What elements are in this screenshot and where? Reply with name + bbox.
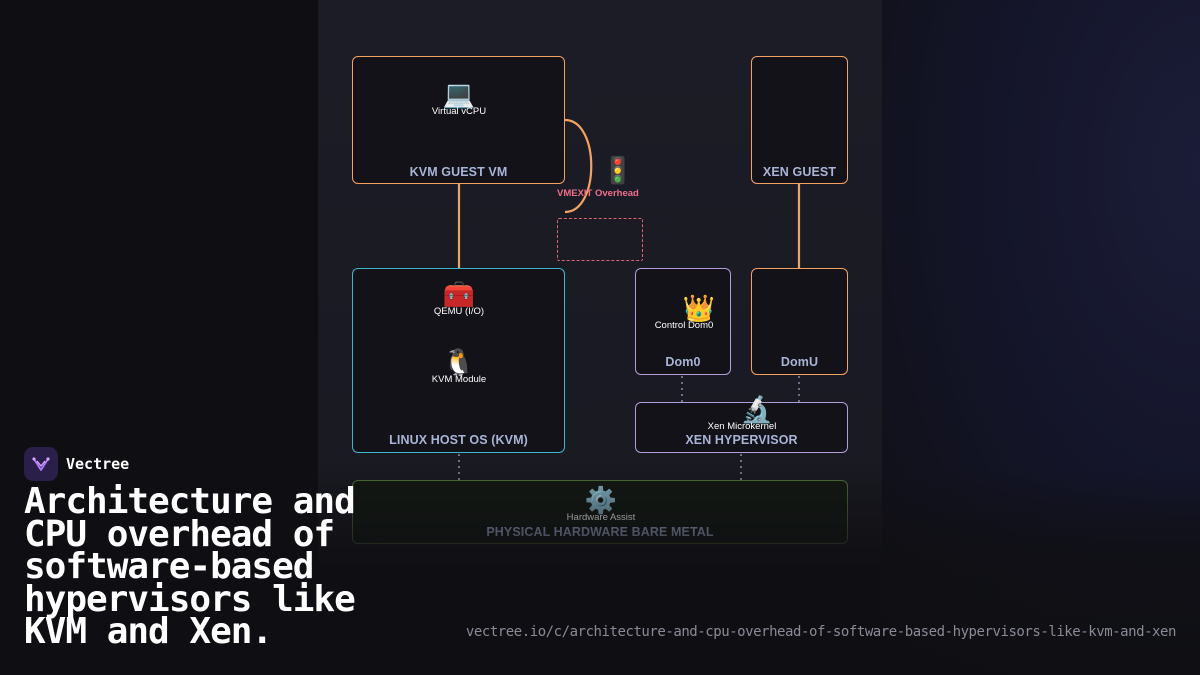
domu-title: DomU [780,355,819,369]
vectree-logo-icon [24,447,58,481]
vmexit-arc [564,118,593,214]
linux-host-title: LINUX HOST OS (KVM) [389,433,528,447]
linux-host-box: 🧰 QEMU (I/O) 🐧 KVM Module LINUX HOST OS … [352,268,565,453]
xen-hypervisor-title: XEN HYPERVISOR [685,433,798,447]
kvm-guest-vm-box: 💻 Virtual vCPU KVM GUEST VM [352,56,565,184]
xen-guest-box: XEN GUEST [751,56,848,184]
source-url[interactable]: vectree.io/c/architecture-and-cpu-overhe… [465,624,1177,640]
microscope-icon: 🔬 [740,394,774,424]
gear-icon: ⚙️ [584,485,618,515]
hardware-assist-label: Hardware Assist [566,512,636,523]
vmexit-node: 🚦 [558,155,678,185]
qemu-label: QEMU (I/O) [433,306,485,317]
kvm-guest-vm-title: KVM GUEST VM [409,165,508,179]
xen-guest-title: XEN GUEST [762,165,837,179]
crown-icon: 👑 [682,293,716,323]
penguin-icon: 🐧 [442,347,476,377]
xen-microkernel-node: 🔬 Xen Microkernel [682,394,802,432]
vmexit-dashed-box [557,218,643,261]
domu-box: DomU [751,268,848,375]
page-title: Architecture and CPU overhead of softwar… [24,481,356,652]
hardware-box: ⚙️ Hardware Assist PHYSICAL HARDWARE BAR… [352,480,848,544]
vmexit-label: VMEXIT Overhead [557,188,639,199]
toolbox-icon: 🧰 [442,279,476,309]
xen-hypervisor-box: 🔬 Xen Microkernel XEN HYPERVISOR [635,394,848,453]
hardware-assist-node: ⚙️ Hardware Assist [541,485,661,523]
kvm-module-node: 🐧 KVM Module [399,347,519,385]
dom0-title: Dom0 [665,355,701,369]
laptop-icon: 💻 [442,79,476,109]
brand: Vectree [24,447,129,481]
traffic-light-icon: 🚦 [601,155,635,185]
qemu-node: 🧰 QEMU (I/O) [399,279,519,317]
control-dom0-node: 👑 Control Dom0 [624,293,744,331]
kvm-module-label: KVM Module [431,374,487,385]
brand-name: Vectree [66,455,130,473]
dom0-box: 👑 Control Dom0 Dom0 [635,268,731,375]
vcpu-node: 💻 Virtual vCPU [399,79,519,117]
hardware-title: PHYSICAL HARDWARE BARE METAL [486,525,714,539]
control-dom0-label: Control Dom0 [654,320,714,331]
xen-microkernel-label: Xen Microkernel [707,421,777,432]
vcpu-label: Virtual vCPU [431,106,487,117]
